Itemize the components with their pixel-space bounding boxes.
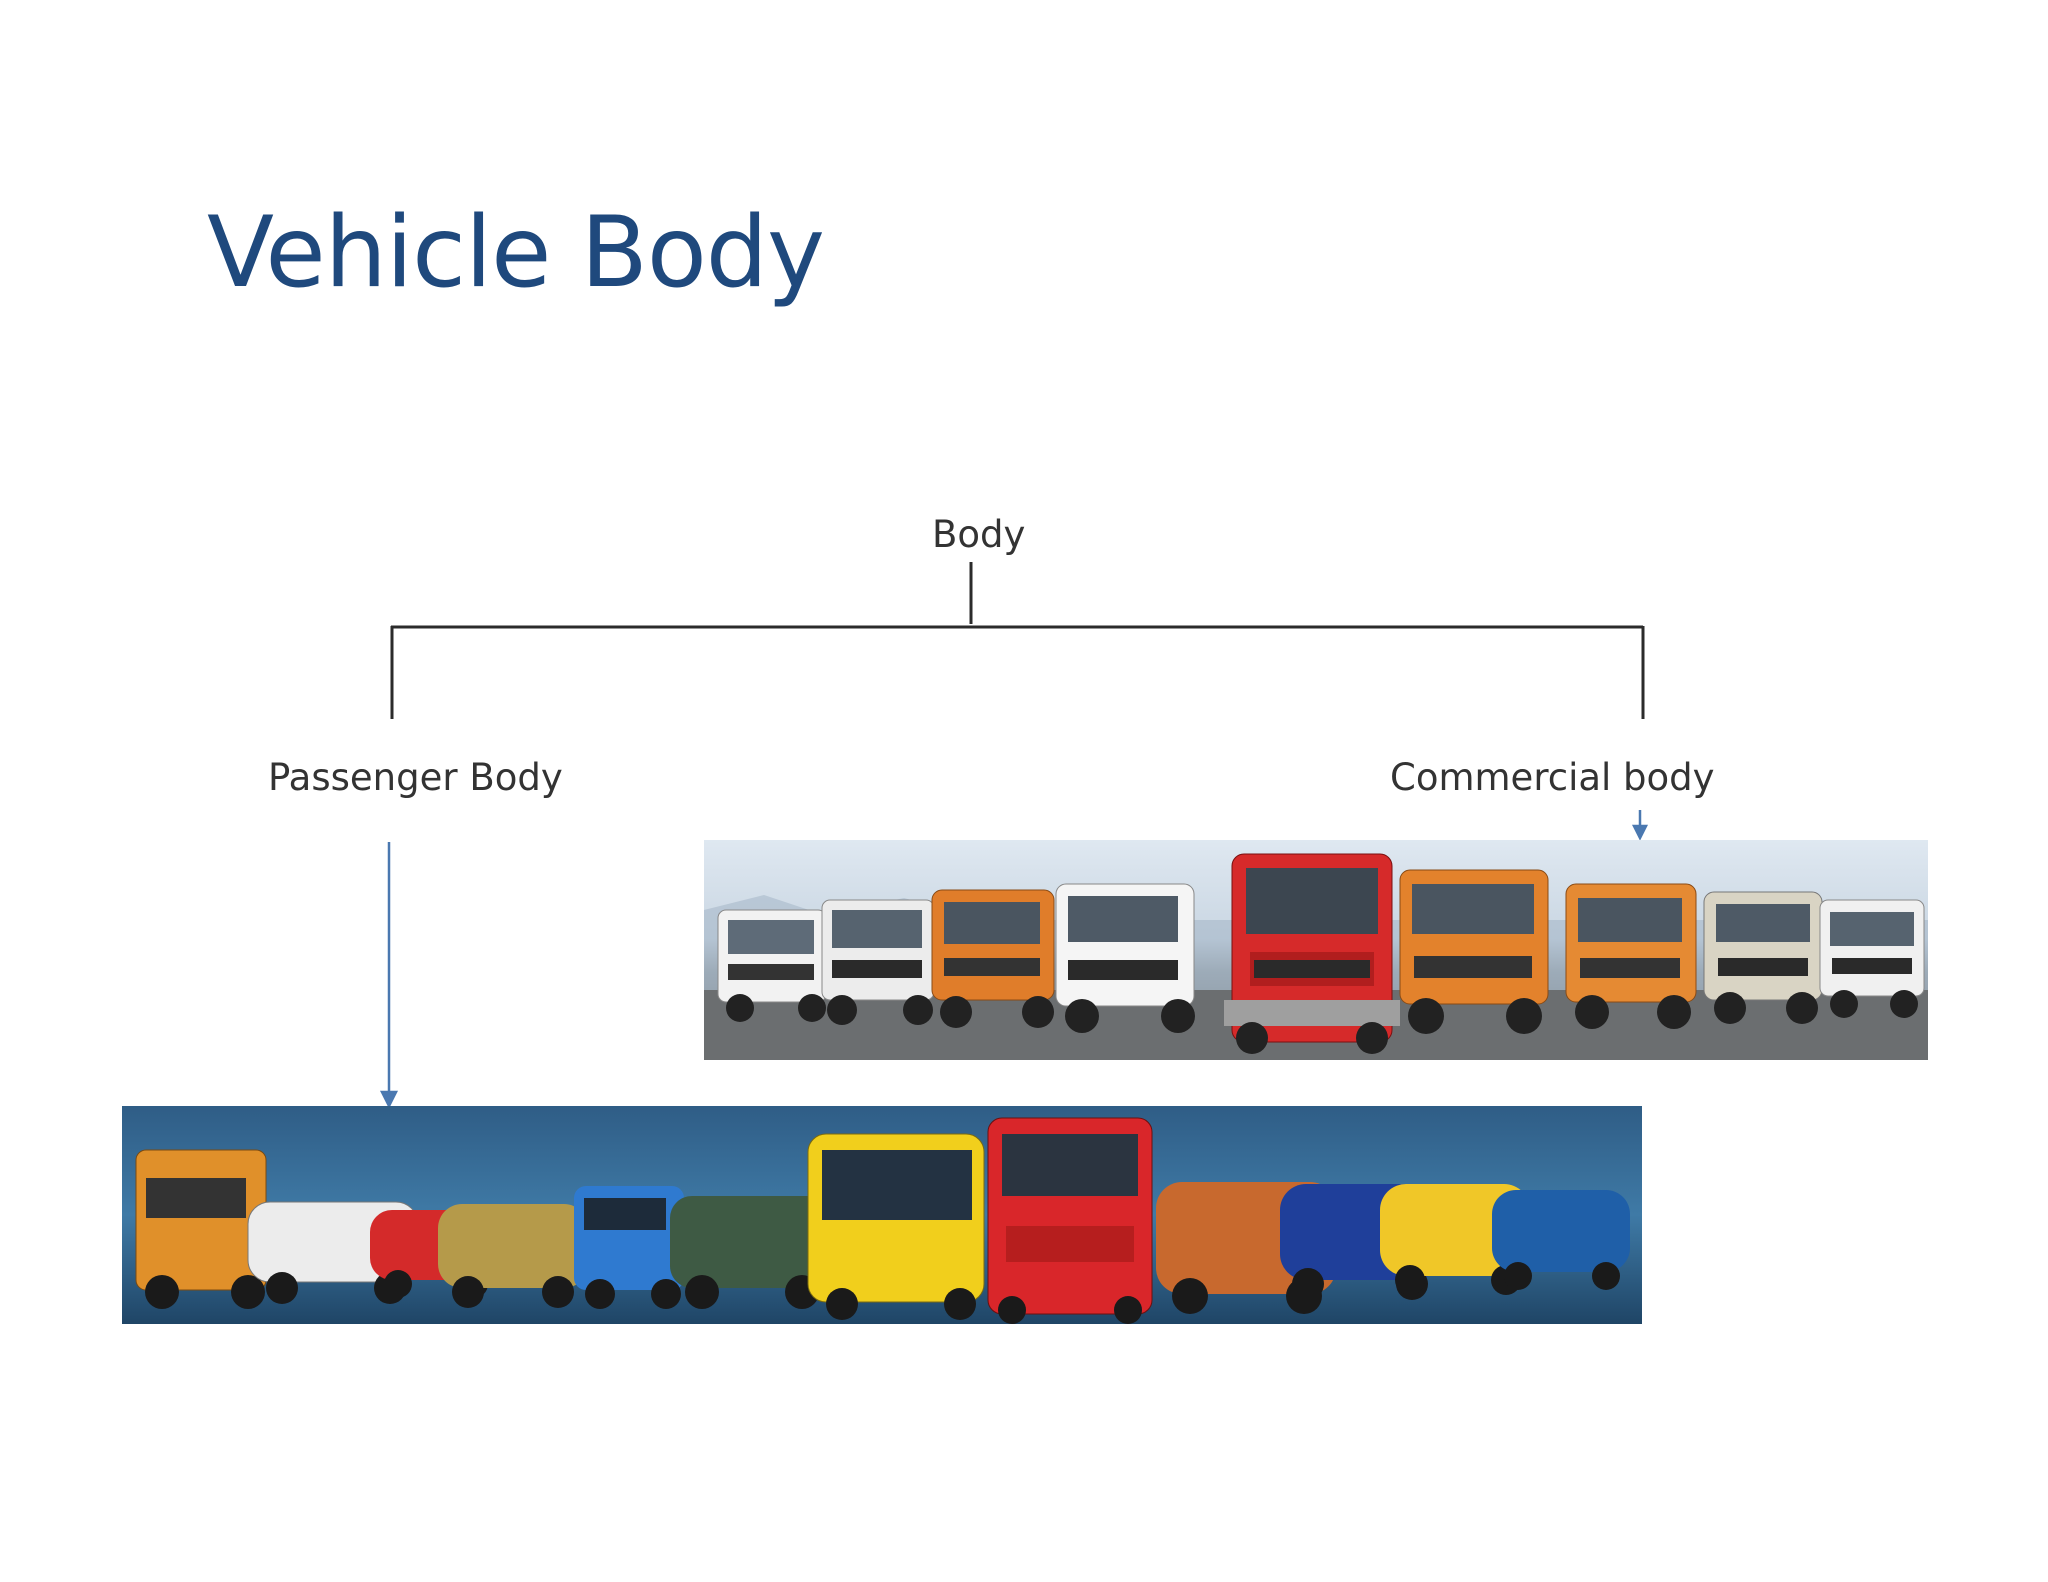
- commercial-vehicles-image: [704, 840, 1928, 1060]
- truck-beige: [1703, 891, 1823, 1024]
- truck-white-4: [1819, 899, 1925, 1018]
- hatchback-yellow: [1380, 1184, 1530, 1295]
- truck-white-3: [1055, 883, 1195, 1033]
- truck-white-2: [821, 899, 935, 1025]
- root-node-label: Body: [932, 513, 1026, 556]
- truck-red-center: [987, 1117, 1153, 1324]
- truck-white-1: [717, 909, 827, 1022]
- slide-title: Vehicle Body: [207, 196, 825, 310]
- truck-red-center: [1224, 853, 1400, 1054]
- passenger-arrow-head: [379, 1090, 399, 1109]
- commercial-arrow-head: [1631, 824, 1649, 841]
- truck-orange-3: [1565, 883, 1697, 1029]
- suv-blue-right: [1492, 1190, 1630, 1290]
- passenger-vehicles-image: [122, 1106, 1642, 1324]
- truck-orange-1: [931, 889, 1055, 1028]
- hatchback-gold: [438, 1204, 588, 1308]
- minitruck-blue: [574, 1186, 684, 1309]
- truck-orange-cab: [135, 1149, 267, 1309]
- passenger-body-label: Passenger Body: [268, 756, 563, 799]
- suv-green: [670, 1196, 830, 1309]
- truck-orange-2: [1399, 869, 1549, 1034]
- bus-yellow: [807, 1133, 985, 1320]
- commercial-body-label: Commercial body: [1390, 756, 1715, 799]
